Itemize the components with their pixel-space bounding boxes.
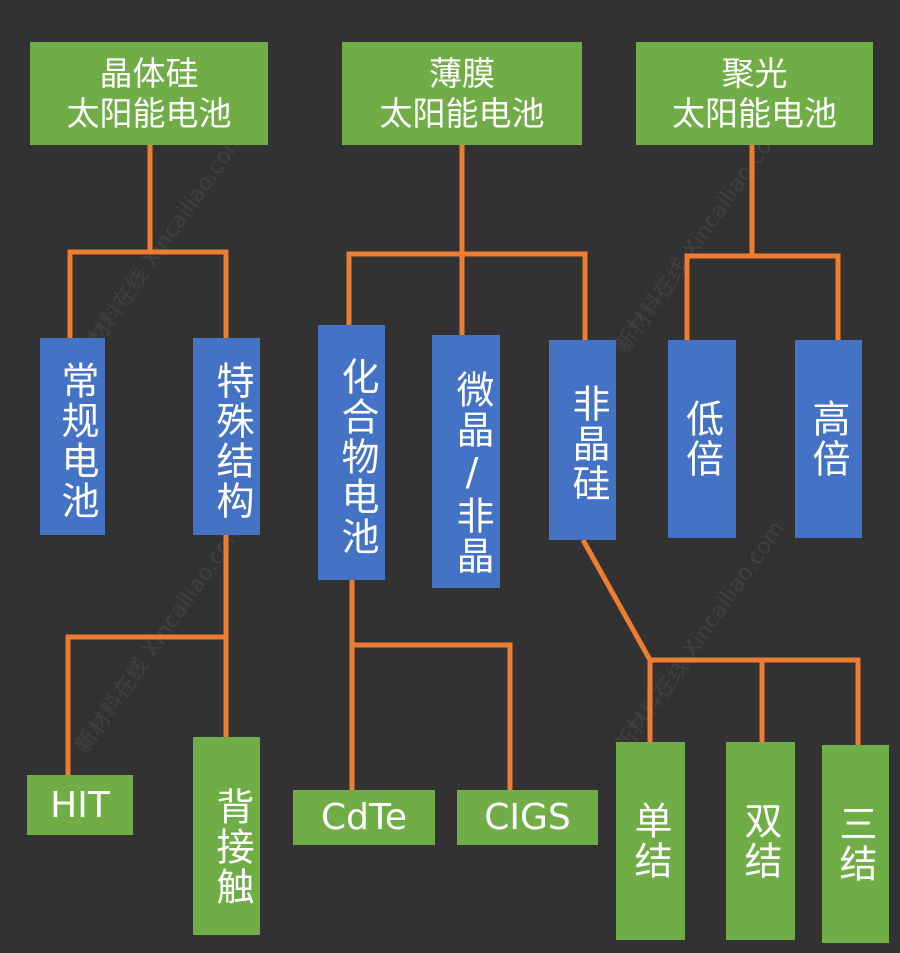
connector-concentrator-branch (684, 253, 841, 340)
connector-thinfilm-branch (346, 251, 588, 340)
node-micro-amorphous: 微晶/非晶 (432, 335, 500, 588)
connector-special-branch (65, 634, 226, 775)
node-cigs: CIGS (457, 790, 598, 845)
connector-compound-branch2 (352, 642, 513, 790)
node-back-contact: 背接触 (193, 737, 260, 935)
connector-crystalline-branch (67, 249, 229, 340)
node-double-junction: 双结 (726, 742, 795, 940)
node-amorphous-silicon: 非晶硅 (549, 340, 616, 540)
node-concentrator: 聚光太阳能电池 (636, 42, 873, 145)
node-compound: 化合物电池 (318, 325, 385, 580)
node-special-structure: 特殊结构 (193, 338, 260, 535)
connector-amorphous (580, 538, 653, 662)
node-conventional: 常规电池 (40, 338, 105, 535)
node-hit: HIT (27, 775, 133, 835)
node-high-concentration: 高倍 (795, 340, 862, 538)
node-single-junction: 单结 (616, 742, 685, 940)
node-cdte: CdTe (293, 790, 435, 845)
node-thin-film: 薄膜太阳能电池 (342, 42, 582, 145)
connector-amorphous-branch (647, 657, 861, 745)
node-low-concentration: 低倍 (668, 340, 736, 538)
node-triple-junction: 三结 (822, 745, 889, 943)
node-crystalline-silicon: 晶体硅太阳能电池 (30, 42, 268, 145)
